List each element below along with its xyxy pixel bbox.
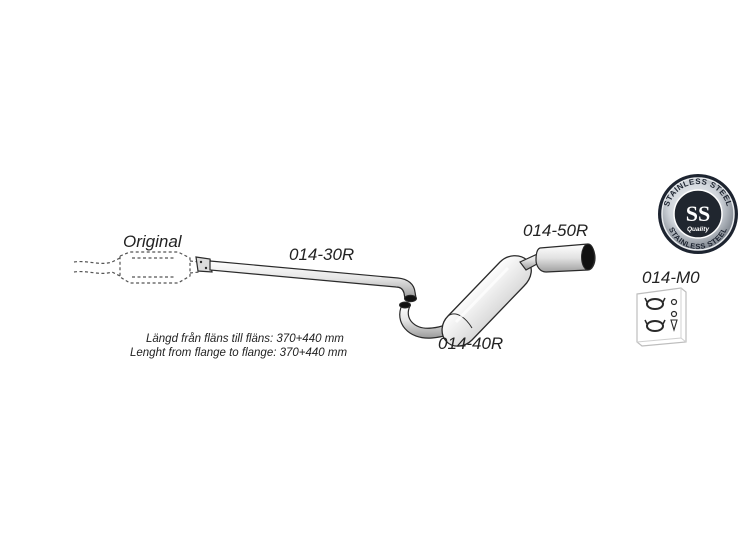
label-014-50R: 014-50R: [523, 221, 588, 240]
mounting-kit-icon: [636, 287, 687, 347]
rear-pipe-014-50R: [519, 243, 596, 273]
badge-monogram: SS: [686, 201, 710, 226]
label-014-30R: 014-30R: [289, 245, 354, 264]
stainless-steel-quality-badge-icon: STAINLESS STEEL STAINLESS STEEL SS Quali…: [658, 174, 738, 254]
label-014-M0: 014-M0: [642, 268, 700, 287]
badge-quality-text: Quality: [687, 226, 709, 233]
label-original: Original: [123, 232, 183, 251]
front-pipe-014-30R: [195, 256, 417, 303]
label-014-40R: 014-40R: [438, 334, 503, 353]
length-note-swedish: Längd från fläns till fläns: 370+440 mm: [146, 333, 344, 345]
middle-silencer-014-40R: [399, 255, 532, 347]
length-note-english: Lenght from flange to flange: 370+440 mm: [130, 347, 347, 359]
original-catalyst-section: [73, 251, 201, 284]
